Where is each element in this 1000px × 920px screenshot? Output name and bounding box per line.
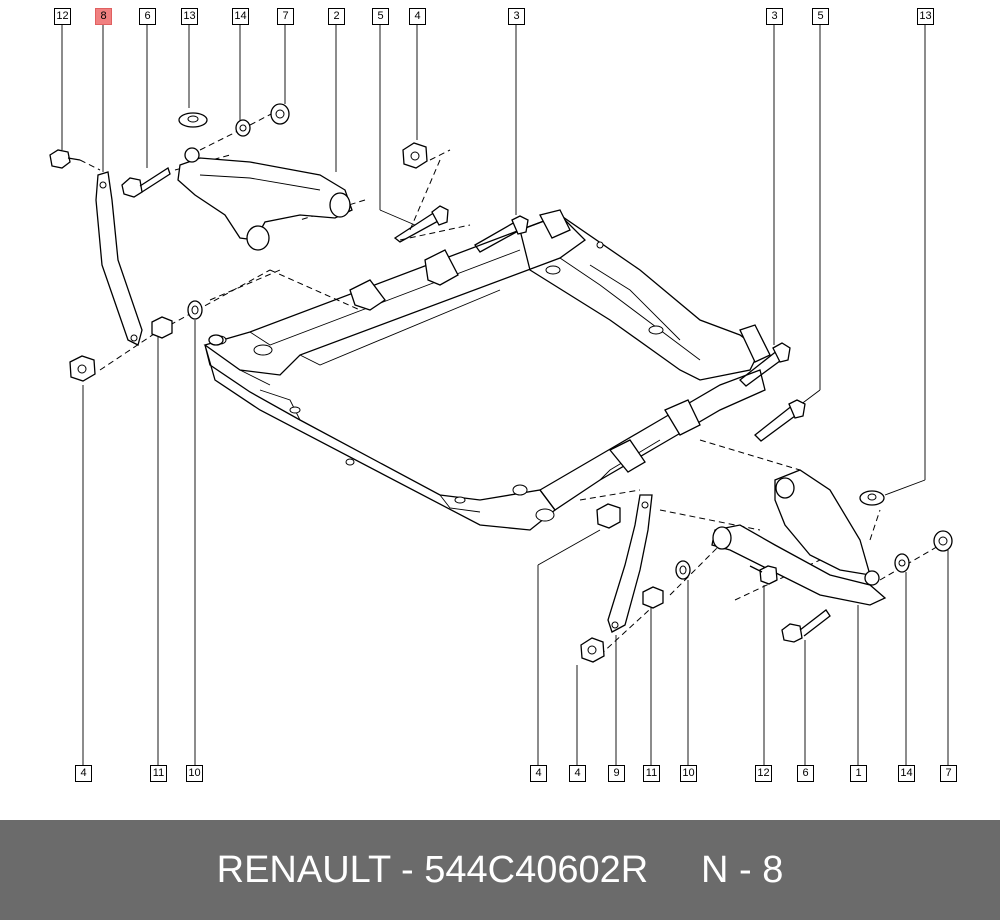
exploded-view-drawing — [49, 25, 953, 765]
callout-top-2[interactable]: 2 — [328, 8, 345, 25]
callout-top-12[interactable]: 12 — [54, 8, 71, 25]
right-control-arm — [711, 469, 887, 606]
washer-14-right — [894, 553, 910, 573]
left-control-arm — [177, 147, 353, 251]
part-number-caption: RENAULT - 544C40602R N - 8 — [216, 848, 784, 891]
callout-bottom-12[interactable]: 12 — [755, 765, 772, 782]
nut-7-left — [270, 103, 290, 125]
washer-10-left — [187, 300, 203, 320]
bolt-3-left — [474, 215, 529, 253]
footer-bar: RENAULT - 544C40602R N - 8 — [0, 820, 1000, 920]
bolt-12-left — [49, 149, 81, 169]
callout-top-13-right[interactable]: 13 — [917, 8, 934, 25]
bolt-3-right — [739, 342, 791, 387]
nut-4-top — [402, 142, 428, 169]
subframe — [203, 209, 771, 531]
callout-top-3[interactable]: 3 — [508, 8, 525, 25]
callout-top-4[interactable]: 4 — [409, 8, 426, 25]
nut-4-left — [69, 355, 96, 382]
callout-top-8-highlighted[interactable]: 8 — [95, 8, 112, 25]
bolt-5-left — [393, 205, 449, 243]
washer-13-left — [178, 112, 208, 128]
callout-bottom-11-right[interactable]: 11 — [643, 765, 660, 782]
callout-bottom-4-right[interactable]: 4 — [569, 765, 586, 782]
nut-4-bottom — [580, 637, 605, 663]
callout-bottom-10-right[interactable]: 10 — [680, 765, 697, 782]
leader-lines — [61, 25, 949, 765]
callout-bottom-1[interactable]: 1 — [850, 765, 867, 782]
bolts — [49, 149, 831, 643]
washer-10-right — [675, 560, 691, 580]
nut-4-mid — [596, 503, 621, 529]
nut-11-left — [151, 316, 173, 339]
callout-bottom-6[interactable]: 6 — [797, 765, 814, 782]
callout-top-14[interactable]: 14 — [232, 8, 249, 25]
callout-bottom-7[interactable]: 7 — [940, 765, 957, 782]
callout-top-6[interactable]: 6 — [139, 8, 156, 25]
bolt-5-right — [754, 399, 806, 442]
callout-top-7[interactable]: 7 — [277, 8, 294, 25]
bolt-6-left — [121, 167, 171, 198]
stabiliser-links — [95, 171, 653, 633]
callout-bottom-9[interactable]: 9 — [608, 765, 625, 782]
callout-bottom-11[interactable]: 11 — [150, 765, 167, 782]
washer-13-right — [859, 490, 885, 506]
nut-11-right — [642, 586, 664, 609]
nuts-and-washers — [69, 103, 953, 663]
suspension-subframe-diagram: 12 8 6 13 14 7 2 5 4 3 3 5 13 4 11 10 4 … — [49, 8, 957, 782]
nut-7-right — [933, 530, 953, 552]
washer-14-left — [235, 119, 251, 137]
callout-bottom-14[interactable]: 14 — [898, 765, 915, 782]
callout-top-3-right[interactable]: 3 — [766, 8, 783, 25]
bolt-6-right — [781, 609, 831, 643]
callout-bottom-4[interactable]: 4 — [75, 765, 92, 782]
callout-top-13[interactable]: 13 — [181, 8, 198, 25]
bolt-12-right — [749, 565, 778, 585]
callout-top-5[interactable]: 5 — [372, 8, 389, 25]
callout-top-5-right[interactable]: 5 — [812, 8, 829, 25]
pin-left — [208, 334, 224, 346]
callout-bottom-4-mid[interactable]: 4 — [530, 765, 547, 782]
callout-bottom-10[interactable]: 10 — [186, 765, 203, 782]
